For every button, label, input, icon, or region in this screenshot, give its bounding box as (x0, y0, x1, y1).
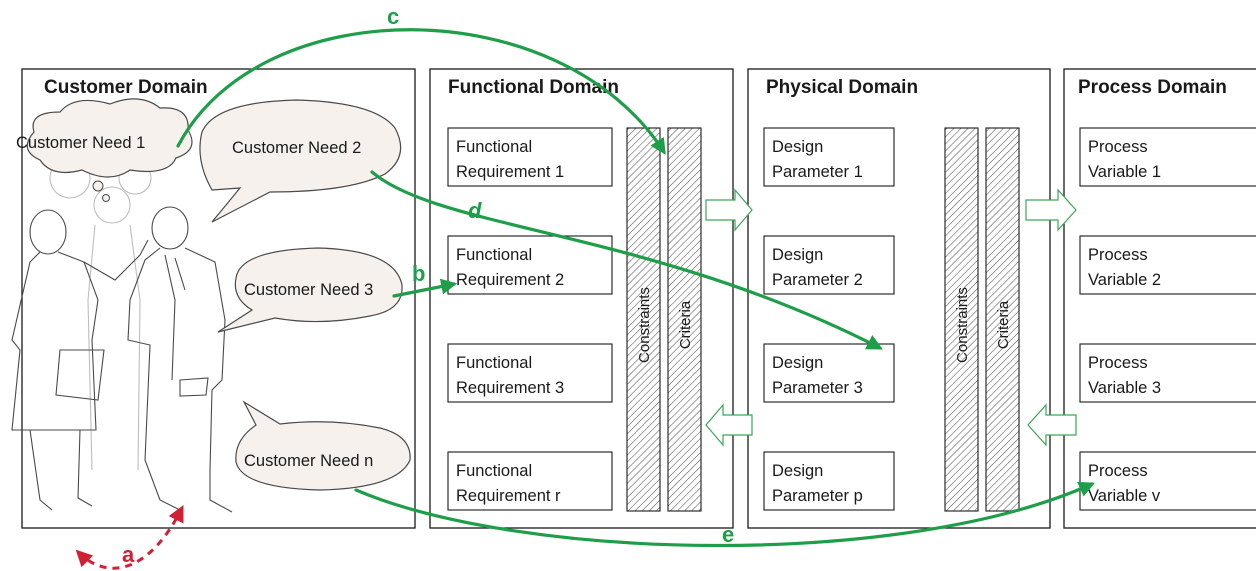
process-domain-title: Process Domain (1078, 77, 1227, 98)
svg-text:Variable 2: Variable 2 (1088, 271, 1161, 289)
svg-text:Design: Design (772, 246, 823, 264)
arrow-a (75, 505, 184, 570)
hollow-arrow-right-functional-physical (705, 188, 753, 232)
functional-constraints-bar: Constraints (626, 127, 661, 512)
customers-illustration (11, 157, 233, 513)
svg-text:Requirement 1: Requirement 1 (456, 163, 564, 181)
svg-text:Variable v: Variable v (1088, 487, 1161, 505)
svg-text:Parameter p: Parameter p (772, 487, 863, 505)
customer-need-2-text: Customer Need 2 (232, 139, 361, 157)
functional-domain-title: Functional Domain (448, 77, 619, 98)
customer-need-1: Customer Need 1 (16, 98, 193, 202)
hollow-arrow-left-physical-functional (705, 403, 753, 447)
svg-text:Requirement r: Requirement r (456, 487, 561, 505)
svg-text:Functional: Functional (456, 462, 532, 480)
svg-text:Criteria: Criteria (995, 300, 1012, 349)
svg-text:Process: Process (1088, 354, 1148, 372)
svg-text:Design: Design (772, 138, 823, 156)
customer-need-n: Customer Need n (235, 400, 411, 491)
customer-domain: Customer Domain (11, 68, 416, 529)
svg-text:Parameter 1: Parameter 1 (772, 163, 863, 181)
svg-text:Variable 3: Variable 3 (1088, 379, 1161, 397)
process-variable-3: Process Variable 3 (1079, 343, 1256, 403)
process-variable-1: Process Variable 1 (1079, 127, 1256, 187)
functional-domain: Functional Domain Functional Requirement… (429, 68, 734, 529)
man-figure (127, 206, 233, 513)
svg-text:Criteria: Criteria (677, 300, 694, 349)
design-parameter-3: Design Parameter 3 (763, 343, 895, 403)
design-parameter-1: Design Parameter 1 (763, 127, 895, 187)
hollow-arrow-right-physical-process (1025, 188, 1077, 232)
svg-text:Requirement 2: Requirement 2 (456, 271, 564, 289)
svg-text:Variable 1: Variable 1 (1088, 163, 1161, 181)
svg-text:Process: Process (1088, 138, 1148, 156)
svg-text:Design: Design (772, 354, 823, 372)
customer-need-1-text: Customer Need 1 (16, 134, 145, 152)
svg-text:Parameter 3: Parameter 3 (772, 379, 863, 397)
functional-requirement-r: Functional Requirement r (447, 451, 613, 511)
svg-text:Functional: Functional (456, 138, 532, 156)
design-parameter-2: Design Parameter 2 (763, 235, 895, 295)
arrow-e (354, 481, 1095, 548)
customer-domain-title: Customer Domain (44, 77, 208, 98)
customer-need-3: Customer Need 3 (217, 247, 403, 333)
functional-requirement-2: Functional Requirement 2 (447, 235, 613, 295)
physical-domain: Physical Domain Design Parameter 1 Desig… (747, 68, 1051, 529)
process-variable-v: Process Variable v (1079, 451, 1256, 511)
functional-requirement-1: Functional Requirement 1 (447, 127, 613, 187)
customer-need-n-text: Customer Need n (244, 452, 373, 470)
svg-text:Functional: Functional (456, 246, 532, 264)
arrow-label-a: a (122, 542, 135, 567)
physical-constraints-bar: Constraints (944, 127, 979, 512)
svg-text:Requirement 3: Requirement 3 (456, 379, 564, 397)
arrow-label-d: d (468, 198, 482, 223)
arrow-label-b: b (412, 261, 425, 286)
functional-requirement-3: Functional Requirement 3 (447, 343, 613, 403)
physical-criteria-bar: Criteria (985, 127, 1020, 512)
hollow-arrow-left-process-physical (1027, 403, 1077, 447)
svg-text:Design: Design (772, 462, 823, 480)
arrow-label-c: c (387, 4, 399, 29)
arrow-d (370, 170, 883, 350)
svg-text:Constraints: Constraints (636, 287, 653, 363)
design-parameter-p: Design Parameter p (763, 451, 895, 511)
arrow-c (176, 28, 666, 155)
physical-domain-title: Physical Domain (766, 77, 918, 98)
svg-text:Constraints: Constraints (954, 287, 971, 363)
svg-text:Process: Process (1088, 462, 1148, 480)
arrow-b (392, 278, 458, 298)
svg-text:Functional: Functional (456, 354, 532, 372)
svg-text:Parameter 2: Parameter 2 (772, 271, 863, 289)
customer-need-2: Customer Need 2 (199, 99, 402, 223)
svg-text:Process: Process (1088, 246, 1148, 264)
process-variable-2: Process Variable 2 (1079, 235, 1256, 295)
arrow-label-e: e (722, 522, 734, 547)
process-domain: Process Domain Process Variable 1 Proces… (1063, 68, 1256, 529)
woman-figure (11, 209, 149, 511)
customer-need-3-text: Customer Need 3 (244, 281, 373, 299)
functional-criteria-bar: Criteria (667, 127, 702, 512)
